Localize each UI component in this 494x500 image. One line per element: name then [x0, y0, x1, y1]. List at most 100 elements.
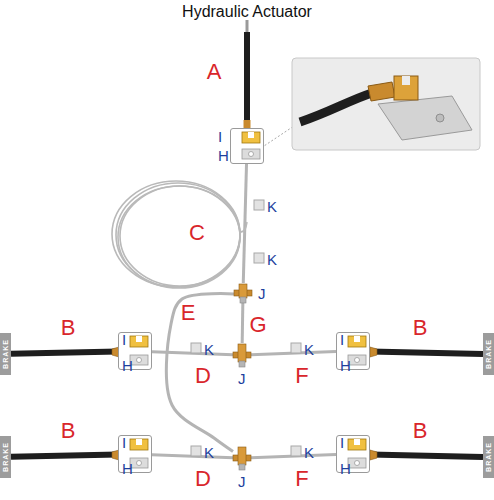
hose-tip — [246, 20, 249, 32]
k-clip — [291, 343, 301, 353]
mounting-bracket: IH — [230, 128, 264, 164]
brake-hose — [370, 454, 483, 457]
k-clip — [291, 446, 301, 456]
mounting-bracket: IH — [118, 435, 152, 473]
plate-hole — [249, 152, 254, 157]
part-letter: J — [258, 286, 266, 301]
brake-line — [243, 164, 246, 283]
brake-line — [152, 455, 233, 458]
tee-art — [233, 343, 251, 367]
brake-hose — [11, 454, 118, 456]
brake-line — [251, 455, 336, 458]
part-letter: I — [340, 332, 344, 347]
part-letter: H — [340, 358, 351, 373]
tee-fitting: J — [234, 283, 252, 303]
part-letter: K — [267, 199, 277, 214]
part-letter: K — [304, 445, 314, 460]
bracket-clip — [348, 439, 366, 450]
hose-a — [244, 32, 250, 121]
hose-fitting — [370, 347, 377, 357]
part-letter: I — [340, 435, 344, 450]
plate-hole — [137, 461, 142, 466]
tee-body — [238, 344, 246, 362]
bracket-art — [231, 129, 263, 163]
brake-label: BRAKE — [485, 339, 492, 369]
clip-slot — [136, 336, 142, 342]
hose-fitting — [370, 450, 377, 460]
part-letter: F — [295, 468, 308, 490]
part-letter: G — [249, 314, 266, 336]
part-letter: H — [122, 358, 133, 373]
part-letter: C — [189, 222, 205, 244]
part-letter: H — [340, 461, 351, 476]
part-letter: K — [204, 445, 214, 460]
tee-tab — [239, 361, 245, 367]
part-letter: B — [61, 317, 76, 339]
coil-loop — [116, 183, 240, 287]
inset-hose — [300, 93, 372, 122]
plate-hole — [355, 461, 360, 466]
part-letter: I — [122, 332, 126, 347]
tee-fitting: J — [233, 446, 251, 470]
brake-box: BRAKE — [0, 436, 11, 478]
brake-line — [251, 352, 336, 355]
part-letter: H — [122, 461, 133, 476]
tube-coil — [112, 181, 247, 288]
tee-tab — [240, 297, 246, 303]
plate-hole — [137, 358, 142, 363]
part-letter: K — [204, 342, 214, 357]
inset-fitting — [368, 82, 395, 101]
inset-clip — [394, 76, 418, 100]
brake-line — [241, 303, 245, 343]
part-letter: J — [238, 474, 246, 489]
bracket-clip — [242, 132, 260, 143]
part-letter: J — [238, 371, 246, 386]
mounting-bracket: IH — [118, 332, 152, 370]
part-letter: A — [207, 61, 222, 83]
part-letter: I — [122, 435, 126, 450]
tee-fitting: J — [233, 343, 251, 367]
k-clip — [191, 446, 201, 456]
bracket-clip — [130, 439, 148, 450]
inset-bracket — [378, 96, 472, 140]
mounting-bracket: IH — [336, 332, 370, 370]
k-clip — [191, 343, 201, 353]
brake-hose — [370, 351, 483, 354]
clip-slot — [248, 132, 254, 138]
tee-art — [234, 283, 252, 303]
brake-line — [166, 294, 234, 452]
tee-body — [239, 284, 247, 298]
part-letter: B — [413, 317, 428, 339]
part-letter: B — [413, 420, 428, 442]
part-letter: D — [195, 468, 211, 490]
brake-box: BRAKE — [483, 436, 494, 478]
tee-tab — [239, 464, 245, 470]
part-letter: K — [267, 252, 277, 267]
brake-label: BRAKE — [2, 339, 9, 369]
clip-slot — [136, 439, 142, 445]
inset-photo — [292, 58, 480, 150]
mounting-bracket: IH — [336, 435, 370, 473]
brake-label: BRAKE — [485, 442, 492, 472]
inset-slot — [402, 76, 410, 85]
k-clip — [254, 200, 264, 210]
clip-slot — [354, 336, 360, 342]
part-letter: B — [61, 420, 76, 442]
part-letter: K — [304, 342, 314, 357]
bracket-clip — [130, 336, 148, 347]
k-clip — [254, 253, 264, 263]
tee-body — [238, 447, 246, 465]
brake-hose — [11, 351, 118, 353]
brake-box: BRAKE — [0, 333, 11, 375]
component-name: Hydraulic Actuator — [182, 4, 312, 20]
coil-loop — [120, 186, 240, 286]
coil-loop — [112, 181, 240, 287]
bracket-clip — [348, 336, 366, 347]
brake-box: BRAKE — [483, 333, 494, 375]
part-letter: F — [295, 365, 308, 387]
clip-group — [191, 200, 301, 456]
tee-art — [233, 446, 251, 470]
part-letter: I — [218, 129, 222, 144]
